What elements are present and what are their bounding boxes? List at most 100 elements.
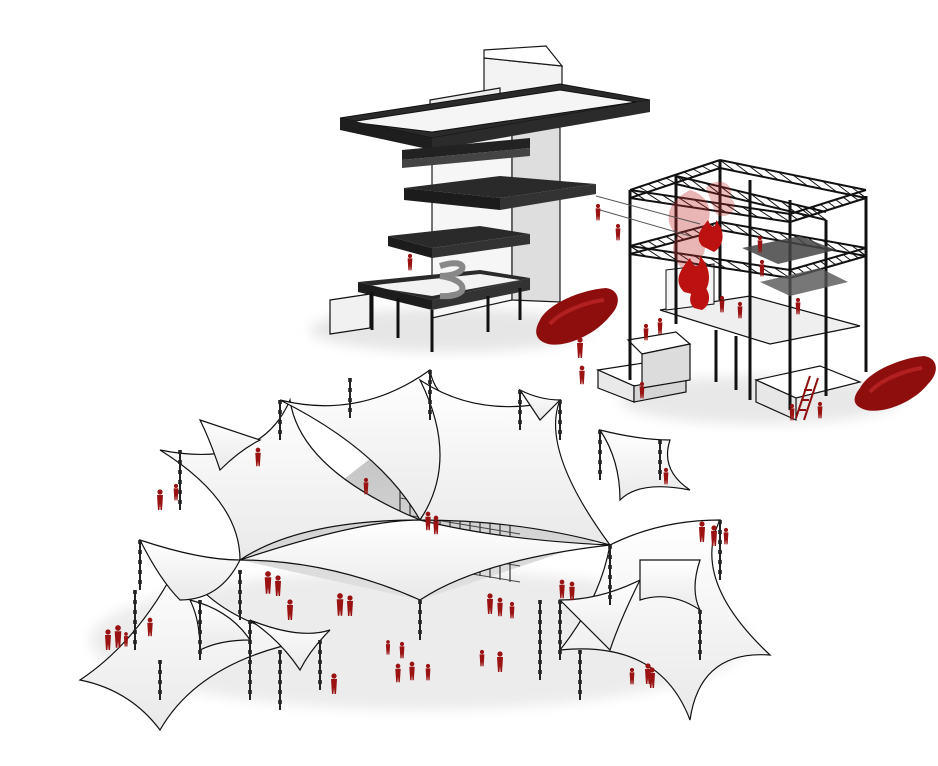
person-figure [123,632,129,647]
canopy-sail [138,538,241,601]
canopy-pole [578,650,582,700]
person-figure [559,579,565,599]
canopy-pole [178,450,182,510]
canopy-pole [608,545,612,605]
canopy-sail [558,519,772,721]
person-figure [425,511,431,531]
canopy-pole [138,540,142,590]
tower-floor-4 [358,270,530,310]
person-figure [114,625,122,648]
flame-1 [678,256,709,296]
rig-mesh-floor-2 [760,268,848,296]
rig-mesh-floor [742,236,836,264]
person-figure [615,223,621,241]
canopy-pole [278,650,282,710]
canopy-pole [418,600,422,640]
rig-truss-beam [719,159,867,199]
person-figure [663,467,669,485]
canopy-pole [598,430,602,480]
person-figure [264,571,272,594]
rig-columns [628,160,868,410]
person-figure [385,640,391,655]
person-figure [757,235,763,253]
canopy-pole [318,640,322,690]
tower-spiral-pipe [439,260,466,300]
person-figure [577,337,583,358]
person-figure [409,661,415,681]
person-figure [395,663,401,683]
canopy-sail [598,429,691,502]
person-figure [173,483,179,501]
person-figure [287,599,293,620]
person-figure [331,673,337,694]
canopy-sail [418,378,612,547]
person-figure [759,259,765,277]
canopy-pole [238,570,242,620]
canopy-pole [658,440,662,480]
canopy-pole [718,520,722,580]
zip-line [595,195,701,225]
person-figure [711,525,717,546]
tower-structure [310,45,651,352]
person-figure [275,575,281,596]
person-figure [789,403,795,421]
tower-legs [370,288,522,352]
canopy-pole [133,590,137,650]
fire-truck-right [854,356,936,411]
fire-truck-left [536,288,618,345]
rig-step-upper-side [641,343,691,389]
canopy-sail [188,599,252,651]
canopy-pole [558,600,562,660]
person-figure [497,651,503,672]
canopy-pole [278,400,282,440]
person-figure [336,593,344,616]
tower-roof-truss [339,83,651,150]
tower-floor-3 [388,226,530,258]
person-figure [649,667,655,688]
rig-truss-beam [629,189,791,223]
person-figure [147,617,153,637]
person-figure [497,597,503,617]
canopy-pole [558,400,562,440]
tensile-canopy [78,368,772,732]
canopy-pole [158,660,162,700]
person-figure [817,401,823,419]
canopy-sail [249,619,331,672]
canopy-sail [639,559,702,612]
people-figures [105,203,823,694]
person-figure [433,515,439,535]
person-figure [595,203,601,221]
tower-side-box [329,293,371,335]
person-figure [487,593,493,614]
canopy-pole [198,600,202,660]
person-figure [723,527,729,545]
person-figure [657,317,663,335]
person-figure [639,381,645,399]
person-figure [795,297,801,315]
person-figure [579,365,585,385]
canopy-sails [78,368,772,732]
person-figure [643,323,649,341]
flame-2 [698,220,723,252]
person-figure [105,629,111,650]
tower-floor-1 [402,138,530,168]
canopy-pole [248,620,252,700]
person-figure [479,649,485,667]
rig-truss-beam [675,175,827,221]
person-figure [737,301,743,319]
person-figure [719,295,725,313]
smoke-plume [668,190,710,272]
rig-ladder [795,375,819,421]
canopy-sail [558,578,642,652]
person-figure [255,447,261,467]
rig-base-box-front [755,379,797,421]
person-figure [347,595,353,616]
canopy-pole [348,378,352,418]
person-figure [157,489,163,510]
canopy-sail [198,418,262,472]
person-figure [699,521,705,542]
canopy-pole [698,610,702,660]
canopy-poles [133,370,722,710]
